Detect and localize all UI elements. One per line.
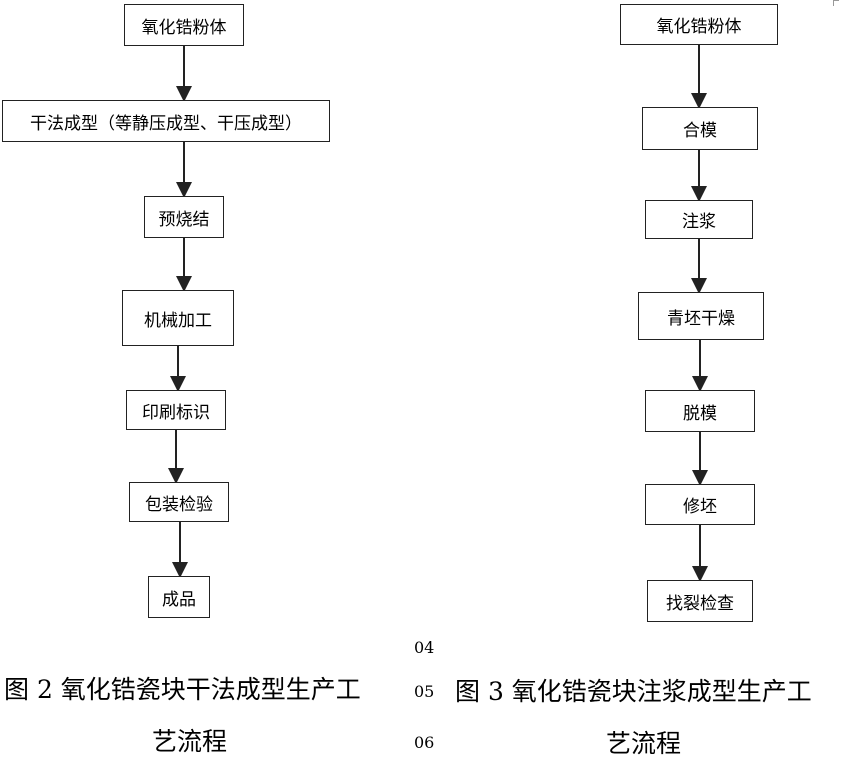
corner-mark [833,0,839,6]
right-step-green-drying: 青坯干燥 [638,292,764,340]
right-step-mold-closing: 合模 [642,107,758,150]
left-step-machining: 机械加工 [122,290,234,346]
right-step-demolding: 脱模 [645,390,755,432]
paragraph-number: 04 [414,638,435,657]
left-step-packing: 包装检验 [129,482,229,522]
paragraph-number: 05 [414,682,435,701]
right-caption-line2: 艺流程 [606,729,682,758]
left-step-presintering: 预烧结 [144,196,224,238]
right-step-powder: 氧化锆粉体 [620,4,778,45]
right-caption-line1: 图 3 氧化锆瓷块注浆成型生产工 [455,677,812,706]
left-step-printing: 印刷标识 [126,390,226,430]
right-step-slip-casting: 注浆 [645,200,753,239]
left-caption-line1: 图 2 氧化锆瓷块干法成型生产工 [4,675,361,704]
left-step-dry-forming: 干法成型（等静压成型、干压成型） [2,100,330,142]
left-step-product: 成品 [148,576,210,618]
left-caption-line2: 艺流程 [152,727,228,756]
left-step-powder: 氧化锆粉体 [124,4,244,46]
right-step-crack-inspection: 找裂检查 [647,580,753,622]
right-step-trimming: 修坯 [645,484,755,525]
paragraph-number: 06 [414,733,435,752]
